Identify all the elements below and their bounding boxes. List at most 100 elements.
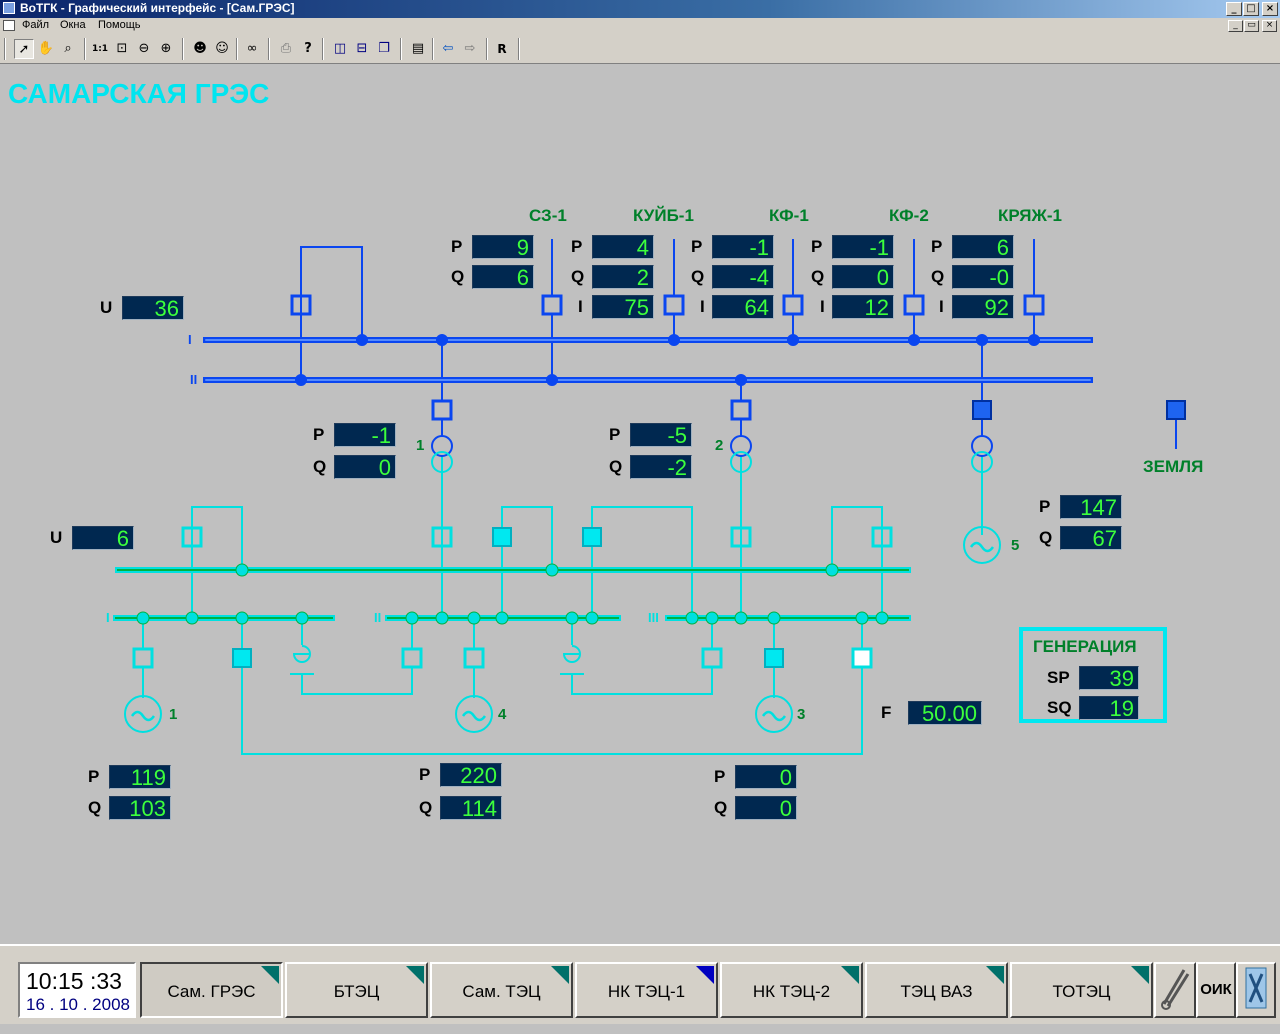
reset-button[interactable]: R [497, 42, 507, 56]
sp-label: SP [1047, 668, 1070, 687]
binoculars-icon[interactable]: ∞ [246, 41, 258, 56]
feeder-i-value: 92 [952, 295, 1014, 320]
zoom-fit-icon[interactable]: ⊡ [116, 41, 128, 56]
i-label: I [578, 297, 583, 316]
tab-label: НК ТЭЦ-1 [607, 982, 686, 1001]
generator-number: 1 [169, 706, 178, 723]
zoom-out-icon[interactable]: ⊖ [138, 41, 150, 56]
back-arrow-icon[interactable]: ⇦ [442, 41, 454, 56]
generation-sq-value: 19 [1079, 696, 1139, 721]
clock-time: 10:15 :33 [26, 968, 122, 994]
user-icon[interactable]: ☻ [193, 41, 207, 56]
tab-nk-tec-1[interactable]: НК ТЭЦ-1 [575, 962, 718, 1018]
zoom-in-icon[interactable]: ⊕ [160, 41, 172, 56]
tab-totec[interactable]: ТОТЭЦ [1010, 962, 1153, 1018]
toolbar: ➚ ✋ ⌕ 1:1 ⊡ ⊖ ⊕ ☻ ☺ ∞ ⎙ ? ◫ ⊟ ❐ ▤ ⇦ ⇨ R [0, 34, 1280, 64]
menu-windows[interactable]: Окна [60, 19, 86, 31]
feeder-q-value: -0 [952, 265, 1014, 290]
tab-nk-tec-2[interactable]: НК ТЭЦ-2 [720, 962, 863, 1018]
generator-number: 5 [1011, 537, 1020, 554]
hv-bus-2-label: II [190, 372, 198, 387]
oik-button[interactable]: ОИК [1196, 962, 1236, 1018]
q-label: Q [313, 457, 327, 476]
hand-icon[interactable]: ✋ [37, 41, 55, 56]
tab-label: Сам. ГРЭС [167, 982, 256, 1001]
tab-sam-gres[interactable]: Сам. ГРЭС [140, 962, 283, 1018]
q-label: Q [811, 267, 825, 286]
q-label: Q [1039, 528, 1053, 547]
tools-icon-graphic [1245, 967, 1267, 1009]
child-close-button[interactable]: × [1262, 20, 1277, 32]
q-label: Q [691, 267, 705, 286]
app-icon [3, 2, 15, 14]
tab-label: ТОТЭЦ [1052, 982, 1111, 1001]
lv-voltage-value: 6 [72, 526, 134, 551]
p-label: P [811, 237, 823, 256]
generator-q-value: 67 [1060, 526, 1122, 551]
menu-bar: Файл Окна Помощь _ ▭ × [0, 18, 1280, 34]
feeder-name: СЗ-1 [529, 206, 567, 225]
document-icon[interactable] [3, 20, 15, 31]
p-label: P [609, 425, 621, 444]
pointer-icon[interactable]: ➚ [14, 39, 34, 59]
clock: 10:15 :33 16 . 10 . 2008 [18, 962, 136, 1018]
single-line-scheme [113, 239, 1186, 755]
feeder-name: КФ-2 [889, 206, 929, 225]
tab-label: БТЭЦ [333, 982, 380, 1001]
tab-btec[interactable]: БТЭЦ [285, 962, 428, 1018]
generator-p-value: 119 [109, 765, 171, 790]
minimize-button[interactable]: _ [1226, 2, 1242, 16]
tab-tec-vaz[interactable]: ТЭЦ ВАЗ [865, 962, 1008, 1018]
window-list-icon[interactable]: ▤ [411, 41, 425, 56]
magnifier-icon[interactable]: ⌕ [64, 41, 72, 56]
feeder-i-value: 75 [592, 295, 654, 320]
navigation-bar: 10:15 :33 16 . 10 . 2008 Сам. ГРЭС БТЭЦ … [0, 944, 1280, 1024]
zoom-1to1-button[interactable]: 1:1 [91, 44, 109, 54]
tile-horizontal-icon[interactable]: ⊟ [356, 41, 368, 56]
close-button[interactable]: × [1262, 2, 1278, 16]
p-label: P [931, 237, 943, 256]
print-icon[interactable]: ⎙ [280, 41, 292, 56]
p-label: P [571, 237, 583, 256]
feeder-i-value: 64 [712, 295, 774, 320]
p-label: P [419, 765, 431, 784]
generator-p-value: 147 [1060, 495, 1122, 520]
child-restore-button[interactable]: ▭ [1244, 20, 1259, 32]
transformer-p-value: -5 [630, 423, 692, 448]
lv-section-1-label: I [106, 610, 110, 625]
tab-label: НК ТЭЦ-2 [752, 982, 831, 1001]
tab-sam-tec[interactable]: Сам. ТЭЦ [430, 962, 573, 1018]
forward-arrow-icon[interactable]: ⇨ [464, 41, 476, 56]
feeder-p-value: 4 [592, 235, 654, 260]
p-label: P [691, 237, 703, 256]
menu-file[interactable]: Файл [22, 19, 50, 31]
p-label: P [1039, 497, 1051, 516]
q-label: Q [571, 267, 585, 286]
feeder-q-value: -4 [712, 265, 774, 290]
help-icon[interactable]: ? [304, 41, 312, 56]
tab-label: ТЭЦ ВАЗ [900, 982, 973, 1001]
generation-title: ГЕНЕРАЦИЯ [1033, 637, 1137, 656]
hv-coupler-breaker [290, 294, 312, 316]
ground-breaker [1166, 400, 1186, 420]
hv-bus-coupler-line [300, 246, 363, 340]
maximize-button[interactable]: □ [1243, 2, 1259, 16]
generator-p-value: 220 [440, 763, 502, 788]
transformer-q-value: -2 [630, 455, 692, 480]
q-label: Q [419, 798, 433, 817]
child-minimize-button[interactable]: _ [1228, 20, 1243, 32]
menu-help[interactable]: Помощь [98, 19, 141, 31]
cascade-icon[interactable]: ❐ [378, 41, 390, 56]
feeder-i-value: 12 [832, 295, 894, 320]
tile-vertical-icon[interactable]: ◫ [333, 41, 347, 56]
scroll-icon-graphic [1161, 969, 1190, 1010]
window-title: ВоТГК - Графический интерфейс - [Сам.ГРЭ… [20, 1, 295, 15]
tools-icon[interactable] [1236, 962, 1276, 1018]
p-label: P [88, 767, 100, 786]
generator-q-value: 114 [440, 796, 502, 821]
mnemonic-diagram: САМАРСКАЯ ГРЭС [2, 64, 1278, 944]
user-group-icon[interactable]: ☺ [215, 41, 229, 56]
scroll-icon[interactable] [1154, 962, 1196, 1018]
sq-label: SQ [1047, 698, 1072, 717]
gen5-breaker [972, 400, 992, 420]
